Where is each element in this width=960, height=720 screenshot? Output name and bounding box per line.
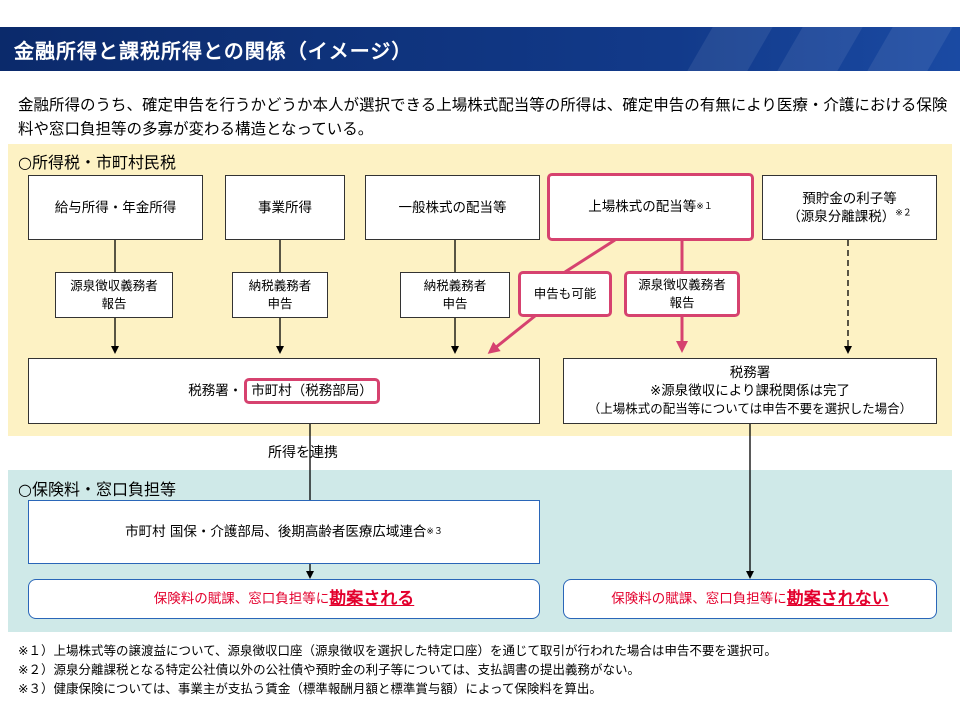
intro-text: 金融所得のうち、確定申告を行うかどうか本人が選択できる上場株式配当等の所得は、確… bbox=[18, 96, 948, 138]
income-box-salary: 給与所得・年金所得 bbox=[28, 175, 203, 240]
municipality-box: 市町村 国保・介護部局、後期高齢者医療広域連合※３ bbox=[28, 500, 540, 564]
pink-connector-1 bbox=[564, 238, 616, 274]
income-box-business: 事業所得 bbox=[225, 175, 345, 240]
obligation-box-withholding-1: 源泉徴収義務者 報告 bbox=[55, 272, 173, 318]
pink-arrow-1 bbox=[487, 314, 536, 354]
insurance-section-label: ○保険料・窓口負担等 bbox=[18, 480, 176, 499]
obligation-box-taxpayer-1: 納税義務者 申告 bbox=[232, 272, 328, 318]
obligation-box-taxpayer-2: 納税義務者 申告 bbox=[400, 272, 510, 318]
page-title: 金融所得と課税所得との関係（イメージ） bbox=[14, 39, 413, 63]
obligation-box-filing-optional: 申告も可能 bbox=[518, 271, 612, 317]
footnote-1: ※１）上場株式等の譲渡益について、源泉徴収口座（源泉徴収を選択した特定口座）を通… bbox=[18, 643, 777, 658]
footnote-2: ※２）源泉分離課税となる特定公社債以外の公社債や預貯金の利子等については、支払調… bbox=[18, 662, 640, 677]
income-box-deposit-interest: 預貯金の利子等 （源泉分離課税）※２ bbox=[762, 175, 937, 240]
link-label: 所得を連携 bbox=[268, 445, 338, 461]
result-box-considered: 保険料の賦課、窓口負担等に勘案される bbox=[28, 579, 540, 619]
title-bar: 金融所得と課税所得との関係（イメージ） bbox=[0, 27, 960, 71]
footnote-3: ※３）健康保険については、事業主が支払う賃金（標準報酬月額と標準賞与額）によって… bbox=[18, 681, 602, 696]
result-box-not-considered: 保険料の賦課、窓口負担等に勘案されない bbox=[563, 579, 937, 619]
tax-section-label: ○所得税・市町村民税 bbox=[18, 153, 176, 172]
income-box-listed-stock: 上場株式の配当等※１ bbox=[547, 173, 754, 241]
obligation-box-withholding-2: 源泉徴収義務者 報告 bbox=[624, 271, 740, 317]
tax-office-left-box: 税務署・市町村（税務部局） bbox=[28, 358, 540, 424]
municipality-highlight: 市町村（税務部局） bbox=[244, 378, 380, 404]
tax-office-right-box: 税務署 ※源泉徴収により課税関係は完了 （上場株式の配当等については申告不要を選… bbox=[563, 358, 937, 424]
income-box-general-stock: 一般株式の配当等 bbox=[365, 175, 540, 240]
